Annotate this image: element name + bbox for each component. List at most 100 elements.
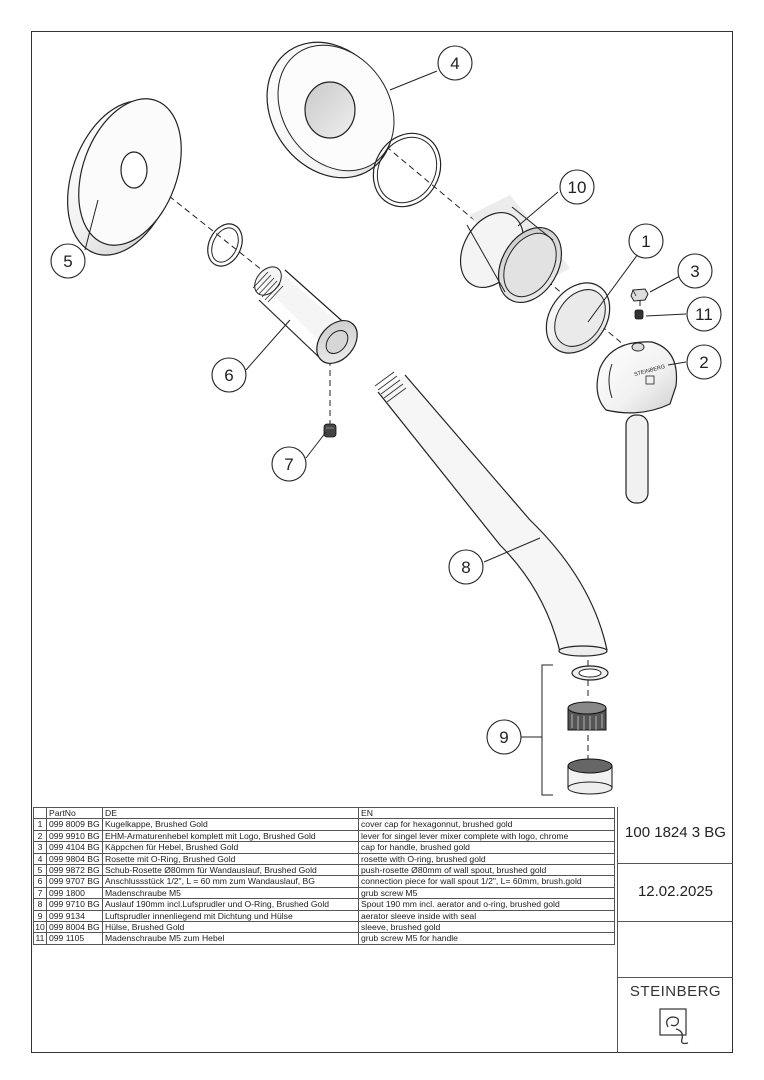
row-description-en: cap for handle, brushed gold [358, 841, 615, 854]
callout-4: 4 [437, 45, 473, 81]
row-part-no: 099 9804 BG [46, 852, 103, 866]
row-description-en: rosette with O-ring, brushed gold [358, 852, 615, 866]
row-index: 1 [33, 818, 47, 831]
callout-1: 1 [628, 223, 664, 259]
callout-8: 8 [448, 549, 484, 585]
row-description-en: aerator sleeve inside with seal [358, 909, 615, 923]
brand-name: STEINBERG [629, 983, 722, 1000]
row-index: 10 [33, 921, 47, 934]
svg-text:7: 7 [284, 455, 293, 474]
o-ring-rosette-4 [372, 132, 442, 208]
brand-logo-icon [659, 1008, 689, 1045]
svg-text:1: 1 [641, 232, 650, 251]
row-description-de: Rosette mit O-Ring, Brushed Gold [102, 852, 359, 866]
part-2-lever: STEINBERG [596, 341, 678, 504]
part-8-spout [374, 371, 608, 657]
header-de: DE [102, 806, 359, 820]
row-description-en: grub screw M5 [358, 886, 615, 900]
svg-text:11: 11 [695, 305, 713, 324]
row-part-no: 099 9710 BG [46, 898, 103, 911]
part-11-grub-screw [634, 309, 644, 320]
row-description-en: grub screw M5 for handle [358, 932, 615, 945]
part-6-connection-piece [252, 265, 358, 364]
row-part-no: 099 9707 BG [46, 875, 103, 888]
svg-text:3: 3 [690, 262, 699, 281]
leader-lines [84, 70, 687, 738]
callout-6: 6 [211, 357, 247, 393]
row-part-no: 099 9872 BG [46, 864, 103, 877]
svg-text:6: 6 [224, 366, 233, 385]
svg-text:5: 5 [63, 252, 72, 271]
part-5-push-rosette [67, 98, 182, 256]
header-part-no: PartNo [46, 806, 103, 820]
row-index: 11 [33, 932, 47, 945]
row-description-en: lever for singel lever mixer complete wi… [358, 829, 615, 843]
row-description-en: cover cap for hexagonnut, brushed gold [358, 818, 615, 831]
svg-text:2: 2 [699, 353, 708, 372]
header-index [33, 806, 47, 820]
svg-text:9: 9 [499, 728, 508, 747]
row-description-de: Schub-Rosette Ø80mm für Wandauslauf, Bru… [102, 864, 359, 877]
drawing-sheet [31, 31, 733, 1053]
row-index: 4 [33, 852, 47, 866]
row-index: 5 [33, 864, 47, 877]
exploded-view-drawing: STEINBERG [50, 41, 722, 796]
row-description-de: Madenschraube M5 [102, 886, 359, 900]
row-description-de: Luftsprudler innenliegend mit Dichtung u… [102, 909, 359, 923]
row-part-no: 099 8009 BG [46, 818, 103, 831]
axis-lines [129, 107, 641, 760]
row-description-en: sleeve, brushed gold [358, 921, 615, 934]
part-1-cover-cap [545, 282, 611, 354]
row-index: 7 [33, 886, 47, 900]
article-number: 100 1824 3 BG [618, 807, 733, 864]
row-part-no: 099 1800 [46, 886, 103, 900]
row-index: 2 [33, 829, 47, 843]
row-part-no: 099 1105 [46, 932, 103, 945]
part-4-rosette [266, 41, 395, 179]
row-index: 6 [33, 875, 47, 888]
svg-text:8: 8 [461, 558, 470, 577]
row-description-de: Hülse, Brushed Gold [102, 921, 359, 934]
part-7-grub-screw [323, 423, 337, 438]
part-10-sleeve [459, 195, 570, 303]
drawing-date: 12.02.2025 [618, 863, 733, 922]
callout-3: 3 [677, 253, 713, 289]
row-description-de: Madenschraube M5 zum Hebel [102, 932, 359, 945]
row-part-no: 099 9910 BG [46, 829, 103, 843]
callout-11: 11 [686, 296, 722, 332]
row-description-de: Käppchen für Hebel, Brushed Gold [102, 841, 359, 854]
row-part-no: 099 4104 BG [46, 841, 103, 854]
svg-text:4: 4 [450, 54, 459, 73]
title-block: 100 1824 3 BG 12.02.2025 STEINBERG [617, 807, 733, 1053]
row-description-en: Spout 190 mm incl. aerator and o-ring, b… [358, 898, 615, 911]
row-description-de: Anschlussstück 1/2", L = 60 mm zum Wanda… [102, 875, 359, 888]
callout-2: 2 [686, 344, 722, 380]
part-3-cap [630, 288, 649, 302]
row-description-de: Kugelkappe, Brushed Gold [102, 818, 359, 831]
callout-10: 10 [559, 169, 595, 205]
o-ring-rosette [207, 223, 243, 267]
row-description-de: EHM-Armaturenhebel komplett mit Logo, Br… [102, 829, 359, 843]
row-index: 3 [33, 841, 47, 854]
row-index: 9 [33, 909, 47, 923]
table-header-row: PartNo DE EN [33, 806, 615, 820]
part-9-aerator-group [541, 664, 613, 796]
callouts: 1 2 3 4 5 6 7 8 [50, 45, 722, 755]
row-part-no: 099 9134 [46, 909, 103, 923]
callout-5: 5 [50, 243, 86, 279]
blank-cell [618, 921, 733, 978]
row-description-en: push-rosette Ø80mm of wall spout, brushe… [358, 864, 615, 877]
svg-text:10: 10 [568, 178, 587, 197]
callout-7: 7 [271, 446, 307, 482]
header-en: EN [358, 806, 615, 820]
